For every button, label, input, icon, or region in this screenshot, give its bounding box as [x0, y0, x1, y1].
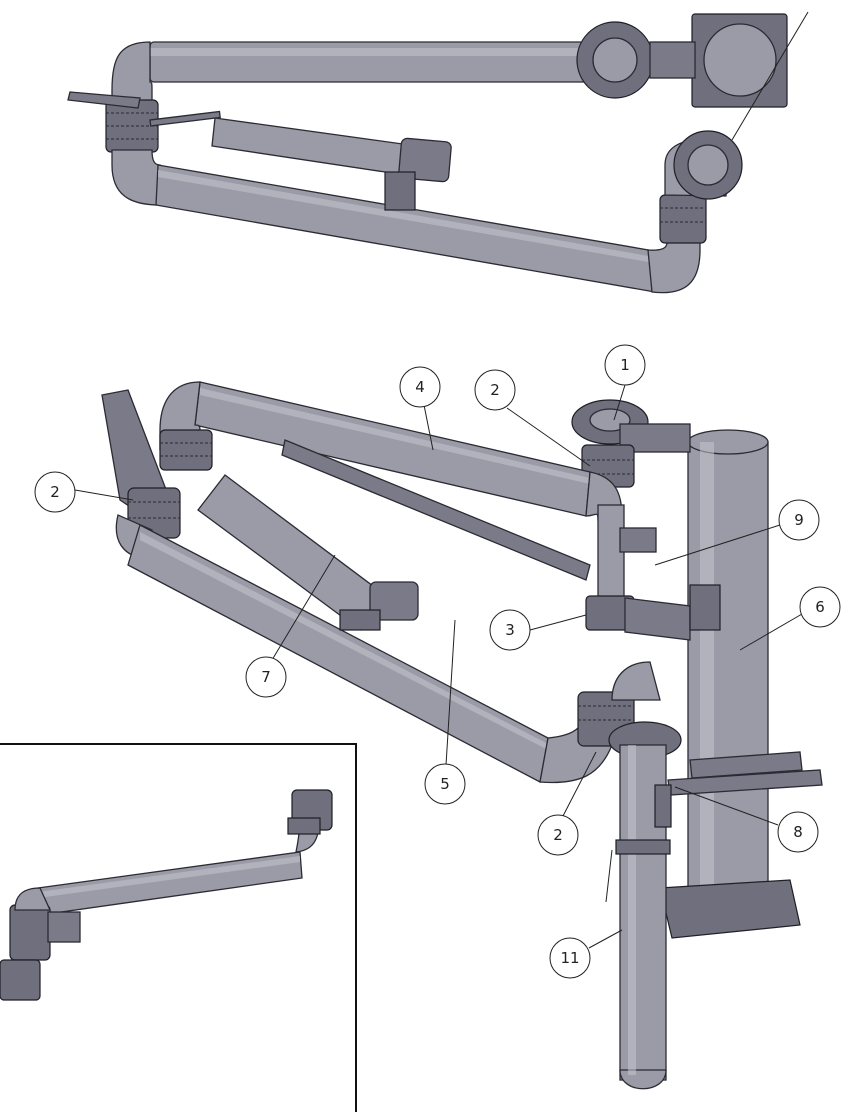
inset-view	[0, 743, 357, 1112]
callout-2-bottom: 2	[537, 814, 579, 856]
iso-drop-elbow	[611, 661, 661, 701]
inset-lower-swivel	[0, 959, 41, 1001]
iso-cylinder-bracket	[339, 609, 381, 631]
callout-2-top: 2	[474, 369, 516, 411]
iso-outer-swivel	[159, 429, 213, 471]
iso-post-bracket	[689, 751, 803, 779]
svg-text:2: 2	[50, 483, 60, 501]
svg-text:4: 4	[415, 378, 425, 396]
top-view-right-swivel	[659, 194, 707, 244]
svg-text:11: 11	[560, 949, 579, 967]
callout-3: 3	[489, 609, 531, 651]
top-view-cylinder	[211, 117, 411, 176]
svg-text:5: 5	[440, 775, 450, 793]
iso-base-plate	[659, 879, 801, 939]
iso-view-assembly	[101, 381, 823, 1090]
iso-drop-clamp	[615, 839, 671, 855]
svg-text:2: 2	[490, 381, 500, 399]
iso-bracket-plate	[689, 584, 721, 631]
callout-4: 4	[399, 366, 441, 408]
callout-1: 1	[604, 344, 646, 386]
callout-6: 6	[799, 586, 841, 628]
iso-balance-bracket	[619, 527, 657, 553]
iso-cylinder-cap	[369, 581, 419, 621]
iso-balance-rod	[281, 439, 591, 581]
svg-text:1: 1	[620, 356, 630, 374]
callout-9: 9	[778, 499, 820, 541]
svg-text:7: 7	[261, 668, 271, 686]
callout-8: 8	[777, 811, 819, 853]
svg-text:3: 3	[505, 621, 515, 639]
iso-hinge-arm	[624, 597, 691, 641]
svg-text:2: 2	[553, 826, 563, 844]
svg-text:9: 9	[794, 511, 804, 529]
callouts: 1 2 4 2 9 6	[34, 344, 841, 979]
top-view-assembly	[67, 11, 809, 294]
top-view-cylinder-cap	[398, 137, 452, 183]
callout-7: 7	[245, 656, 287, 698]
iso-handle-loop	[654, 784, 672, 828]
svg-text:8: 8	[793, 823, 803, 841]
callout-11: 11	[549, 937, 591, 979]
top-view-lower-left-elbow	[111, 149, 161, 206]
top-view-handle	[67, 91, 141, 109]
top-view-cylinder-rod	[149, 110, 221, 127]
callout-5: 5	[424, 763, 466, 805]
inset-frame	[0, 743, 357, 1112]
inset-left-swivel	[9, 904, 51, 961]
svg-text:6: 6	[815, 598, 825, 616]
top-view-cylinder-bracket	[384, 171, 416, 211]
iso-drop-lever	[605, 849, 613, 903]
inset-left-elbow	[14, 887, 52, 911]
top-view-lower-right-elbow	[647, 227, 701, 294]
top-view-brace	[731, 11, 809, 141]
inset-plate	[47, 911, 81, 943]
top-view-post	[703, 23, 777, 97]
callout-2-left: 2	[34, 471, 76, 513]
